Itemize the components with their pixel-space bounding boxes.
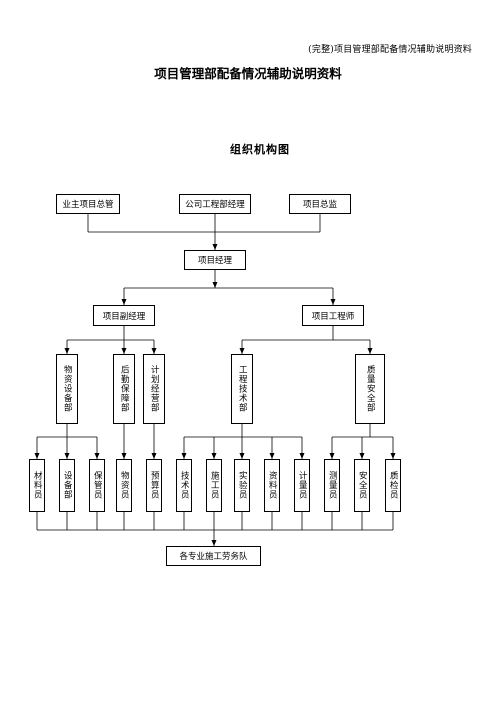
staff-label: 质检员 [388,471,399,500]
org-box-project-director: 项目总监 [289,194,351,214]
staff-label: 保管员 [92,471,103,500]
org-box-dept-logistics: 后勤保障部 [113,354,135,424]
org-box-staff: 材料员 [29,459,45,512]
staff-label: 测量员 [327,471,338,500]
chart-title: 组织机构图 [230,143,290,156]
dept-label: 后勤保障部 [119,365,130,413]
staff-label: 计量员 [297,471,308,500]
org-box-deputy-manager: 项目副经理 [93,305,155,326]
staff-label: 预算员 [149,471,160,500]
org-box-staff: 物资员 [116,459,132,512]
org-box-staff: 测量员 [324,459,340,512]
staff-label: 安全员 [357,471,368,500]
org-box-staff: 实验员 [234,459,250,512]
staff-label: 材料员 [32,471,43,500]
org-box-labor-teams: 各专业施工劳务队 [166,546,261,566]
staff-label: 物资员 [119,471,130,500]
org-box-dept-engineering: 工程技术部 [231,354,253,424]
org-box-staff: 计量员 [294,459,310,512]
document-title: 项目管理部配备情况辅助说明资料 [154,66,342,81]
org-box-staff: 资料员 [264,459,280,512]
dept-label: 工程技术部 [237,365,248,413]
running-header: (完整)项目管理部配备情况辅助说明资料 [308,45,472,55]
staff-label: 资料员 [267,471,278,500]
org-box-project-engineer: 项目工程师 [302,305,364,326]
org-box-staff: 预算员 [146,459,162,512]
org-box-owner-manager: 业主项目总管 [56,194,120,214]
staff-label: 施工员 [209,471,220,500]
org-box-dept-materials: 物资设备部 [56,354,78,424]
org-box-staff: 技术员 [176,459,192,512]
dept-label: 物资设备部 [62,365,73,413]
dept-label: 计划经营部 [149,365,160,413]
org-box-staff: 安全员 [354,459,370,512]
org-box-dept-quality-safety: 质量安全部 [355,354,385,424]
staff-label: 技术员 [179,471,190,500]
staff-label: 设备部 [62,471,73,500]
org-box-staff: 保管员 [89,459,105,512]
org-box-dept-planning: 计划经营部 [143,354,165,424]
org-box-company-engineering-manager: 公司工程部经理 [179,194,251,214]
dept-label: 质量安全部 [365,365,376,413]
staff-label: 实验员 [237,471,248,500]
org-box-project-manager: 项目经理 [184,250,246,270]
org-box-staff: 设备部 [59,459,75,512]
org-box-staff: 施工员 [206,459,222,512]
org-box-staff: 质检员 [385,459,401,512]
